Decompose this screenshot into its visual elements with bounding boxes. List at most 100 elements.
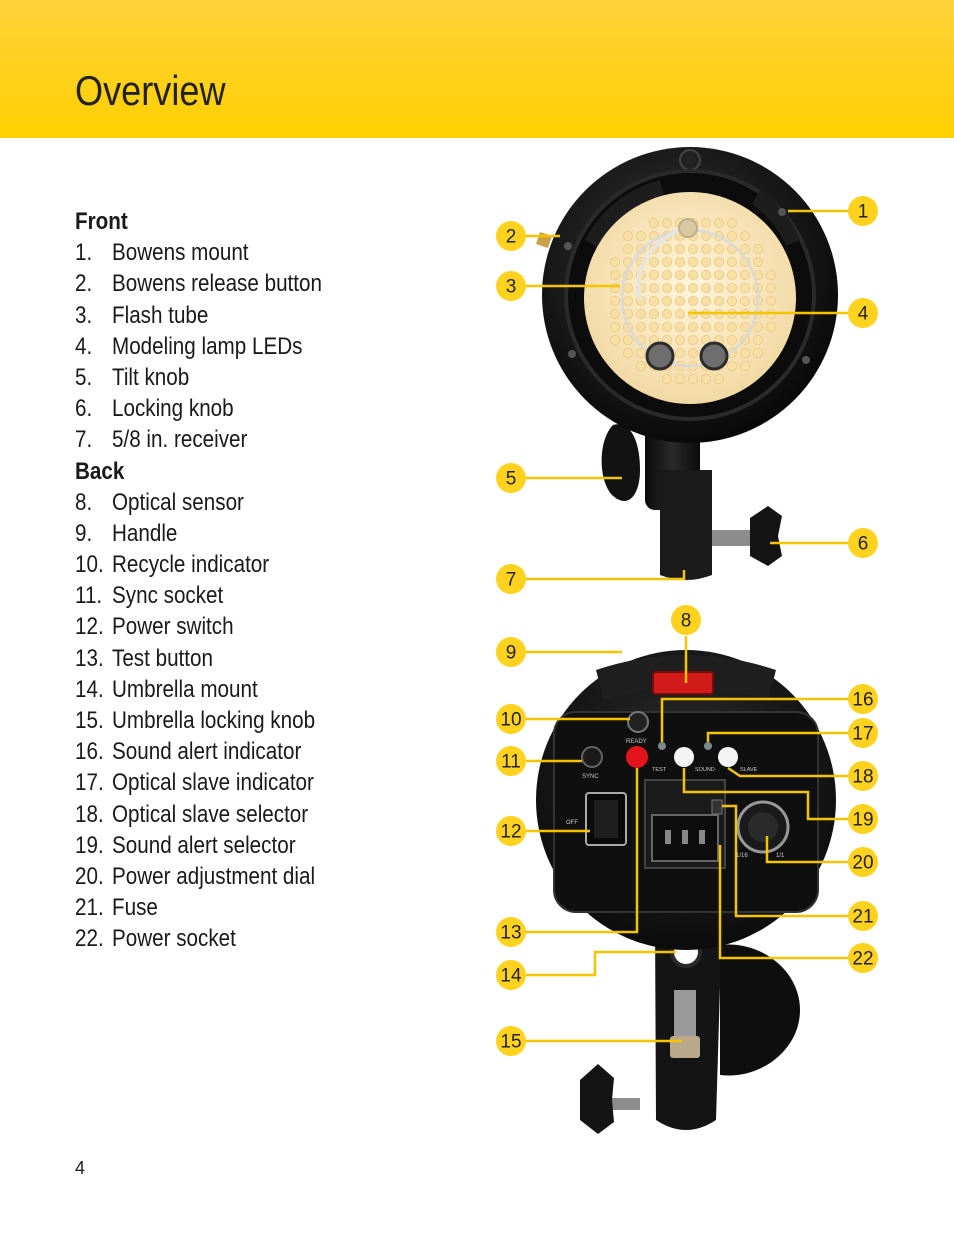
led-dot <box>649 321 660 332</box>
led-dot <box>675 243 686 254</box>
page-title: Overview <box>75 67 226 114</box>
led-dot <box>623 334 634 345</box>
optical-slave-indicator <box>704 742 712 750</box>
led-dot <box>675 308 686 319</box>
led-dot <box>714 295 725 306</box>
item-number: 12. <box>75 613 104 641</box>
item-number: 19. <box>75 831 104 859</box>
list-item: 2. Bowens release button <box>75 268 455 299</box>
leader-line-18 <box>727 766 849 778</box>
callout-badge-10: 10 <box>496 704 526 734</box>
item-label: Fuse <box>112 894 158 922</box>
callout-badge-12: 12 <box>496 816 526 846</box>
led-dot <box>727 256 738 267</box>
mount-bayonet <box>585 180 664 247</box>
led-dot <box>714 217 725 228</box>
led-dot <box>740 321 751 332</box>
led-dot <box>766 321 777 332</box>
callout-circle <box>496 704 526 734</box>
led-dot <box>688 334 699 345</box>
item-number: 16. <box>75 738 104 766</box>
led-dot <box>649 217 660 228</box>
callout-number: 12 <box>500 822 521 843</box>
item-label: Bowens release button <box>112 270 322 298</box>
led-dot <box>727 269 738 280</box>
callout-number: 11 <box>501 752 521 773</box>
led-dot <box>688 295 699 306</box>
item-number: 2. <box>75 270 93 298</box>
list-item: 4.Modeling lamp LEDs <box>75 331 455 362</box>
led-dot <box>714 373 725 384</box>
list-item: 1.Bowens mount <box>75 237 455 268</box>
led-dot <box>610 334 621 345</box>
dial-min-label: 1/16 <box>736 853 748 859</box>
callout-badge-19: 19 <box>848 804 878 834</box>
mount-screw <box>802 356 810 364</box>
sound-label: SOUND <box>695 767 715 773</box>
list-item: 15.Umbrella locking knob <box>75 705 455 736</box>
socket-pin <box>665 830 671 844</box>
flash-tube-loop <box>636 224 689 301</box>
led-dot <box>714 321 725 332</box>
led-dot <box>662 282 673 293</box>
item-label: Optical slave selector <box>112 800 309 828</box>
item-label: Power socket <box>112 925 236 953</box>
tilt-knob <box>601 424 640 501</box>
led-dot <box>675 295 686 306</box>
front-heading: Front <box>75 208 128 235</box>
item-label: Optical slave indicator <box>112 769 314 797</box>
item-number: 6. <box>75 395 93 423</box>
list-item: 3.Flash tube <box>75 300 455 331</box>
umbrella-locking-knob <box>670 1036 700 1058</box>
callout-circle <box>848 943 878 973</box>
receiver-block <box>660 470 712 580</box>
mount-screw <box>564 242 572 250</box>
tilt-knob-rear <box>720 944 800 1076</box>
callout-circle <box>671 605 701 635</box>
locking-screw <box>712 530 752 546</box>
power-switch-rocker <box>594 800 618 838</box>
callout-badge-13: 13 <box>496 917 526 947</box>
item-label: 5/8 in. receiver <box>112 426 248 454</box>
optical-slave-selector[interactable] <box>718 747 738 767</box>
led-dot <box>714 256 725 267</box>
socket-pin <box>682 830 688 844</box>
locking-knob <box>750 506 782 566</box>
test-button[interactable] <box>626 746 648 768</box>
top-screw <box>679 149 701 171</box>
led-dot <box>688 373 699 384</box>
callout-number: 17 <box>852 724 873 745</box>
led-dot <box>649 308 660 319</box>
leader-line-17 <box>706 731 849 742</box>
callout-badge-16: 16 <box>848 684 878 714</box>
callout-number: 1 <box>858 202 869 223</box>
callout-circle <box>496 917 526 947</box>
led-dot <box>649 256 660 267</box>
led-dot <box>701 256 712 267</box>
callout-circle <box>848 901 878 931</box>
socket-pin <box>699 830 705 844</box>
sound-alert-selector[interactable] <box>674 747 694 767</box>
recycle-indicator <box>627 711 649 733</box>
callout-badge-8: 8 <box>671 605 701 635</box>
list-item: 6.Locking knob <box>75 393 455 424</box>
led-dot <box>740 360 751 371</box>
list-item: 21.Fuse <box>75 892 455 923</box>
leader-line-22 <box>718 845 849 960</box>
leader-line-13 <box>525 768 639 934</box>
led-dot <box>662 217 673 228</box>
led-dot <box>662 308 673 319</box>
callout-badge-18: 18 <box>848 761 878 791</box>
leader-line-19 <box>682 768 849 821</box>
led-dot <box>753 347 764 358</box>
led-dot <box>675 347 686 358</box>
test-label: TEST <box>652 767 667 773</box>
item-label: Optical sensor <box>112 488 244 516</box>
callout-circle <box>496 271 526 301</box>
led-dot <box>740 269 751 280</box>
callout-badge-17: 17 <box>848 718 878 748</box>
led-dot <box>701 373 712 384</box>
page-number: 4 <box>75 1158 86 1178</box>
